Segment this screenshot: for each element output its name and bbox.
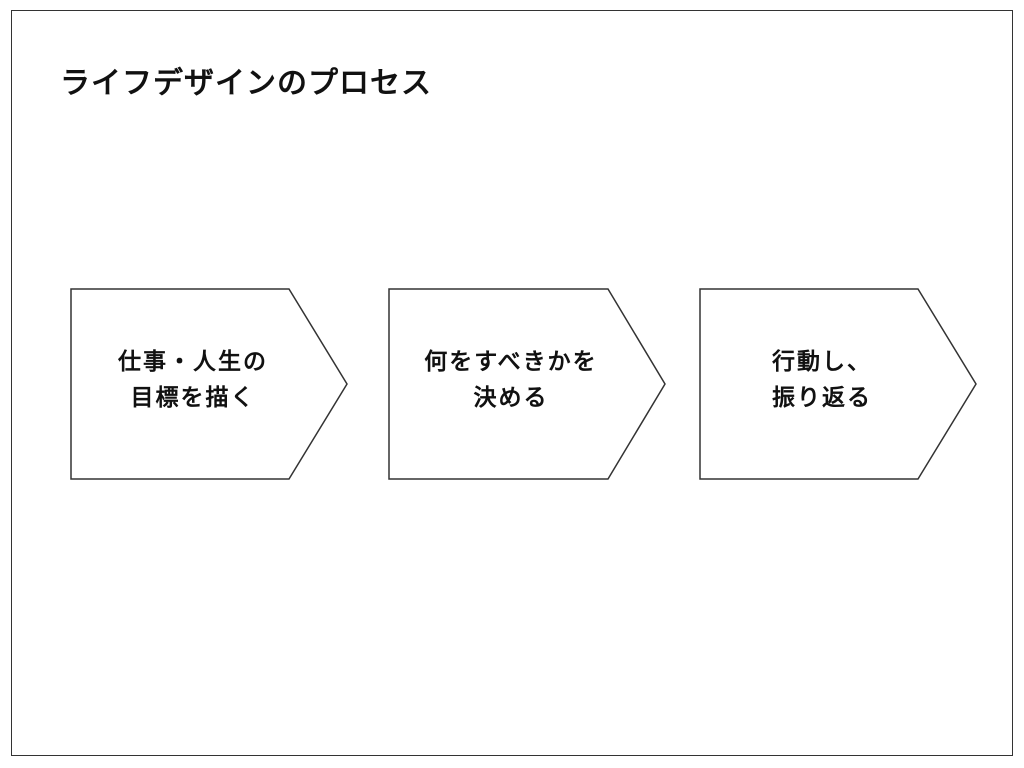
step-1-label: 仕事・人生の 目標を描く: [73, 344, 313, 416]
step-1-arrow-shape: [70, 288, 348, 480]
step-3-arrow-shape: [699, 288, 977, 480]
step-2-line-2: 決める: [473, 385, 549, 411]
step-1-line-2: 目標を描く: [130, 385, 256, 411]
step-1-line-1: 仕事・人生の: [118, 349, 268, 375]
slide-frame: [11, 10, 1013, 756]
page-title: ライフデザインのプロセス: [60, 66, 432, 101]
step-3-line-1: 行動し、: [772, 349, 872, 375]
step-2-label: 何をすべきかを 決める: [391, 344, 631, 416]
step-3-label: 行動し、 振り返る: [702, 344, 942, 416]
step-2-line-1: 何をすべきかを: [424, 349, 598, 375]
step-3-line-2: 振り返る: [772, 385, 872, 411]
step-2-arrow-shape: [388, 288, 666, 480]
